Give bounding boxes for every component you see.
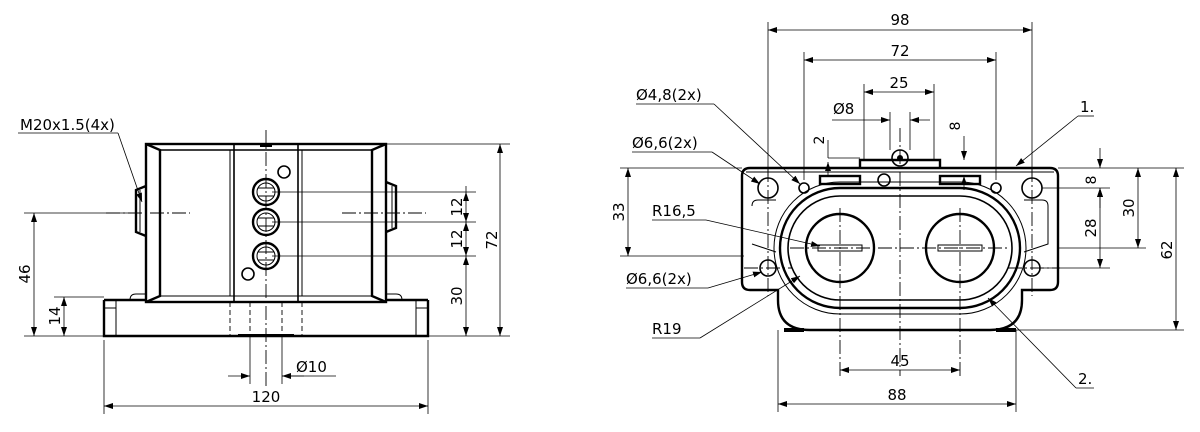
dim-72-label: 72 [483, 230, 501, 249]
dim-bore-label: Ø10 [296, 358, 327, 376]
dim-28-label: 28 [1082, 218, 1100, 237]
small-hole-right [990, 182, 1002, 194]
left-chamfer [145, 142, 162, 304]
screw-bottom [241, 267, 255, 281]
dim-45-label: 45 [890, 352, 909, 370]
dim-98-label: 98 [890, 11, 909, 29]
callout-1-label: 1. [1080, 98, 1094, 116]
dim-120-label: 120 [252, 388, 281, 406]
center-screw [877, 173, 891, 187]
dim-46-label: 46 [16, 264, 34, 283]
callout-2-label: 2. [1078, 370, 1092, 388]
radius-inner-label: R16,5 [652, 202, 696, 220]
front-housing-outline [740, 166, 1060, 332]
dim-12-lower-label: 12 [448, 229, 466, 248]
radius-outer-label: R19 [652, 320, 682, 338]
dim-14-label: 14 [46, 306, 64, 325]
left-slot [818, 174, 862, 186]
dim-2-label: 2 [812, 136, 828, 145]
hole-mid-label: Ø6,6(2x) [632, 134, 698, 152]
side-view: M20x1.5(4x) 72 12 12 30 46 14 Ø10 120 [16, 116, 510, 414]
dim-62-label: 62 [1158, 240, 1176, 259]
hole-lower-label: Ø6,6(2x) [626, 270, 692, 288]
thread-label: M20x1.5(4x) [20, 116, 115, 134]
front-view: 98 72 25 Ø8 2 8 Ø4,8(2x) Ø6,6(2x) R16,5 … [610, 11, 1184, 412]
small-hole-left [798, 182, 810, 194]
dim-8-top-label: 8 [948, 122, 964, 131]
dim-12-upper-label: 12 [448, 197, 466, 216]
dim-30-right-label: 30 [1120, 198, 1138, 217]
dim-72-label: 72 [890, 42, 909, 60]
screw-top [277, 165, 291, 179]
left-gland [134, 184, 147, 238]
right-gland [385, 180, 398, 234]
dim-30-label: 30 [448, 286, 466, 305]
right-slot [938, 174, 982, 186]
dim-88-label: 88 [887, 386, 906, 404]
dim-33-label: 33 [610, 202, 628, 221]
dim-25-label: 25 [889, 74, 908, 92]
right-chamfer [370, 142, 387, 304]
dim-pin-diameter-label: Ø8 [833, 100, 854, 118]
hole-upper-label: Ø4,8(2x) [636, 86, 702, 104]
dim-8-right-label: 8 [1084, 176, 1100, 185]
